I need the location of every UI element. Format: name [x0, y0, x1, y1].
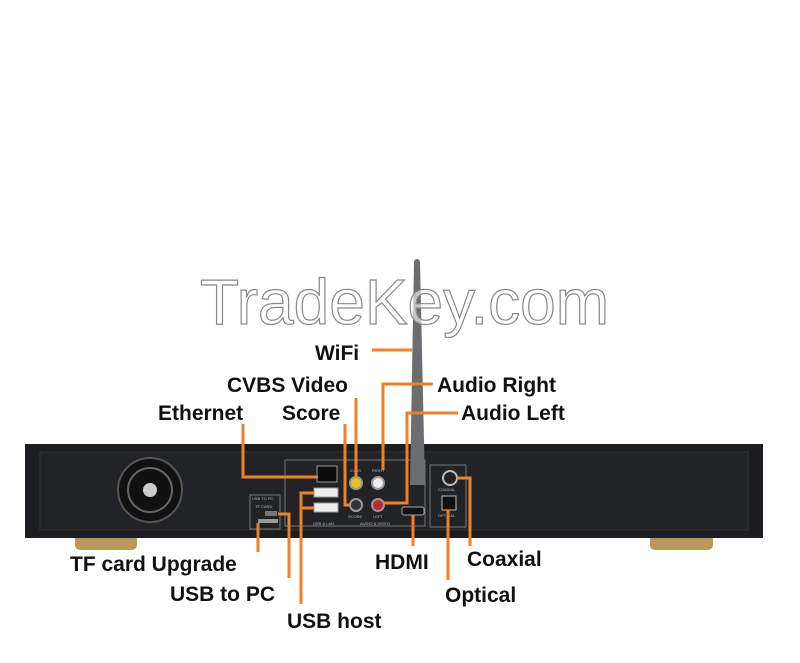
label-cvbs-video: CVBS Video: [227, 374, 348, 397]
panel-text-audio-video: AUDIO & VIDEO: [360, 521, 390, 526]
panel-text-usb-to-pc: USB TO PC: [252, 496, 274, 501]
panel-text-right: RIGHT: [372, 468, 385, 473]
label-ethernet: Ethernet: [158, 402, 244, 425]
wifi-antenna: [410, 262, 425, 485]
hdmi-port: [401, 506, 425, 516]
audio-right-jack: [371, 476, 385, 490]
fan-icon: [117, 457, 183, 523]
callout-audio-left: [384, 411, 458, 505]
coaxial-jack: [442, 470, 458, 486]
callout-usb-host: [299, 491, 314, 604]
label-usb-to-pc: USB to PC: [170, 583, 275, 606]
panel-text-score: SCORE: [348, 514, 363, 519]
callout-score: [343, 424, 350, 507]
score-jack: [349, 498, 363, 512]
watermark: TradeKey.com: [200, 266, 609, 338]
tf-card-slot: [258, 519, 278, 523]
label-audio-right: Audio Right: [437, 374, 556, 397]
panel-text-tf-card: TF CARD: [255, 504, 272, 509]
label-wifi: WiFi: [315, 342, 360, 365]
label-hdmi: HDMI: [375, 551, 429, 574]
callout-lines: [241, 348, 472, 604]
usb-host-port: [313, 502, 339, 513]
panel-text-usb-lan: USB & LAN: [313, 521, 334, 526]
callout-ethernet: [241, 424, 318, 479]
callout-usb-to-pc: [278, 512, 291, 578]
optical-port: [441, 495, 457, 511]
usb-host-port: [313, 487, 339, 498]
cvbs-jack: [349, 476, 363, 490]
callout-audio-right: [381, 382, 433, 470]
callout-coaxial: [457, 476, 472, 546]
ethernet-port: [316, 465, 338, 483]
label-tf-card-upgrade: TF card Upgrade: [70, 553, 237, 576]
label-optical: Optical: [445, 584, 517, 607]
usb-to-pc-port: [265, 511, 277, 516]
panel-text-coaxial: COAXIAL: [438, 487, 456, 492]
label-score: Score: [282, 402, 341, 425]
label-coaxial: Coaxial: [467, 548, 542, 571]
panel-text-left: LEFT: [373, 514, 383, 519]
audio-left-jack: [371, 498, 385, 512]
label-audio-left: Audio Left: [461, 402, 565, 425]
label-usb-host: USB host: [287, 610, 382, 633]
